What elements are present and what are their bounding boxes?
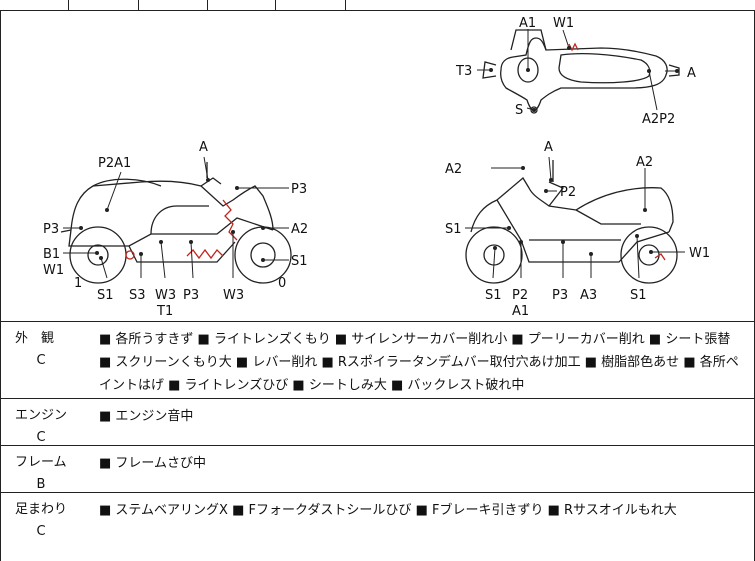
label-a1-right: A1 bbox=[512, 304, 529, 319]
section-grade: C bbox=[36, 524, 46, 539]
section-grade: C bbox=[36, 353, 46, 368]
section-engine: エンジン C ■ エンジン音中 bbox=[0, 399, 755, 446]
label-w3-left-bottom: W3 bbox=[223, 288, 244, 303]
label-s1-left-right: S1 bbox=[291, 254, 308, 269]
section-description: ■ 各所うすきず ■ ライトレンズくもり ■ サイレンサーカバー削れ小 ■ プー… bbox=[99, 332, 739, 393]
section-description: ■ エンジン音中 bbox=[99, 409, 194, 424]
section-suspension: 足まわり C ■ ステムベアリングX ■ Fフォークダストシールひび ■ Fブレ… bbox=[0, 493, 755, 561]
label-p3-left-right: P3 bbox=[291, 182, 307, 197]
label-a1-top: A1 bbox=[519, 16, 536, 31]
label-a-top: A bbox=[687, 66, 696, 81]
left-view-outline bbox=[60, 162, 292, 284]
damage-circle bbox=[125, 250, 135, 260]
section-title: 外 観 bbox=[15, 331, 55, 346]
damage-scribble bbox=[654, 253, 666, 261]
section-label: 足まわり C bbox=[15, 499, 85, 543]
label-p2-right-bottom: P2 bbox=[512, 288, 528, 303]
marker-dots bbox=[79, 46, 679, 262]
label-1-left: 1 bbox=[74, 276, 82, 291]
section-label: フレーム B bbox=[15, 452, 85, 496]
top-view-outline bbox=[482, 29, 680, 114]
section-description: ■ ステムベアリングX ■ Fフォークダストシールひび ■ Fブレーキ引きずり … bbox=[99, 503, 677, 518]
section-label: 外 観 C bbox=[15, 328, 85, 372]
label-s1-left-bottom: S1 bbox=[97, 288, 114, 303]
label-w1-right: W1 bbox=[689, 246, 710, 261]
label-w1-left: W1 bbox=[43, 263, 64, 278]
section-title: フレーム bbox=[15, 455, 67, 470]
damage-scribble bbox=[186, 248, 224, 260]
label-s3-left: S3 bbox=[129, 288, 146, 303]
damage-marks bbox=[125, 42, 666, 261]
label-a2-right-right: A2 bbox=[636, 155, 653, 170]
section-grade: B bbox=[36, 477, 46, 492]
label-s1-right-left: S1 bbox=[445, 222, 462, 237]
label-w1-top: W1 bbox=[553, 16, 574, 31]
label-s1-right-bottom: S1 bbox=[485, 288, 502, 303]
section-grade: C bbox=[36, 430, 46, 445]
section-title: 足まわり bbox=[15, 502, 68, 517]
label-p3-left-left: P3 bbox=[43, 222, 59, 237]
label-a-right: A bbox=[544, 140, 553, 155]
section-label: エンジン C bbox=[15, 405, 85, 449]
label-a2-right-left: A2 bbox=[445, 162, 462, 177]
label-a2-left: A2 bbox=[291, 222, 308, 237]
header-cell bbox=[275, 0, 346, 10]
label-t1-left: T1 bbox=[156, 304, 173, 319]
label-a2p2-top: A2P2 bbox=[642, 112, 675, 127]
label-0-left: 0 bbox=[278, 276, 286, 291]
header-strip bbox=[0, 0, 755, 11]
header-cell bbox=[207, 0, 276, 10]
label-p3-right: P3 bbox=[552, 288, 568, 303]
diagram-svg: A1 W1 T3 A S A2P2 P2A1 A P3 P3 A2 B1 W1 … bbox=[43, 16, 710, 319]
section-title: エンジン bbox=[15, 408, 68, 423]
label-b1-left: B1 bbox=[43, 247, 60, 262]
section-frame: フレーム B ■ フレームさび中 bbox=[0, 446, 755, 493]
right-view-outline bbox=[465, 160, 678, 284]
section-description: ■ フレームさび中 bbox=[99, 456, 207, 471]
label-p3-left-bottom: P3 bbox=[183, 288, 199, 303]
header-cell bbox=[0, 0, 69, 10]
motorcycle-diagram: A1 W1 T3 A S A2P2 P2A1 A P3 P3 A2 B1 W1 … bbox=[0, 10, 755, 322]
label-a3-right: A3 bbox=[580, 288, 597, 303]
label-s1-right-bottom-right: S1 bbox=[630, 288, 647, 303]
label-a-left: A bbox=[199, 140, 208, 155]
leader-lines bbox=[63, 29, 685, 279]
section-exterior: 外 観 C ■ 各所うすきず ■ ライトレンズくもり ■ サイレンサーカバー削れ… bbox=[0, 322, 755, 399]
label-s-top: S bbox=[515, 103, 523, 118]
label-w3-left: W3 bbox=[155, 288, 176, 303]
header-cell bbox=[68, 0, 139, 10]
header-cell bbox=[138, 0, 208, 10]
damage-scribble bbox=[222, 199, 238, 241]
label-p2a1-left: P2A1 bbox=[98, 156, 131, 171]
label-t3-top: T3 bbox=[455, 64, 472, 79]
label-p2-right: P2 bbox=[560, 185, 576, 200]
